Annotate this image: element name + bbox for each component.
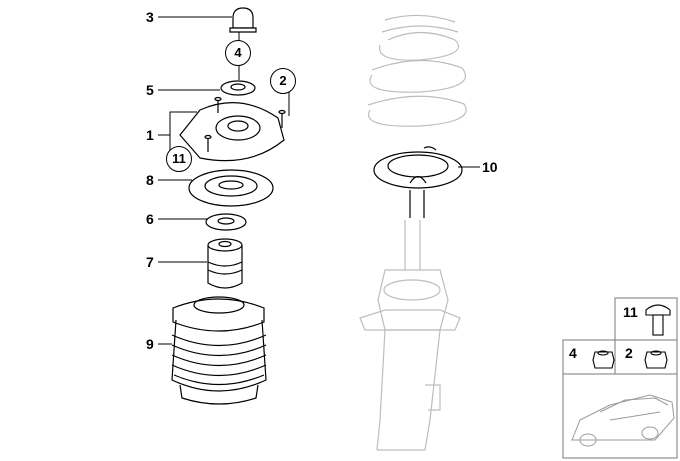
part-spring-pad: [188, 169, 274, 207]
callout-9: 9: [146, 336, 154, 352]
callout-3: 3: [146, 9, 154, 25]
car-silhouette: [571, 394, 675, 447]
callout-1: 1: [146, 127, 154, 143]
thumb-nut-2: [644, 350, 668, 369]
part-spring-seat: [373, 146, 463, 218]
callout-7: 7: [146, 254, 154, 270]
callout-6: 6: [146, 211, 154, 227]
part-thrust-bearing: [205, 213, 247, 231]
part-support-bearing: [179, 96, 286, 162]
thumb-label-11: 11: [623, 304, 638, 320]
part-bump-stop: [207, 238, 243, 289]
leader-lines: [158, 16, 480, 345]
thumb-label-4: 4: [569, 345, 577, 361]
thumb-nut-4: [592, 350, 615, 369]
thumb-bolt: [645, 304, 671, 336]
thumb-label-2: 2: [625, 345, 633, 361]
callout-2: 2: [270, 68, 296, 94]
part-washer: [220, 80, 256, 96]
callout-11: 11: [166, 146, 192, 172]
callout-10: 10: [482, 159, 498, 175]
part-cap: [229, 7, 257, 33]
callout-4: 4: [225, 40, 251, 66]
part-dust-boot: [171, 296, 267, 405]
ghost-strut: [359, 14, 467, 451]
callout-8: 8: [146, 172, 154, 188]
callout-5: 5: [146, 82, 154, 98]
